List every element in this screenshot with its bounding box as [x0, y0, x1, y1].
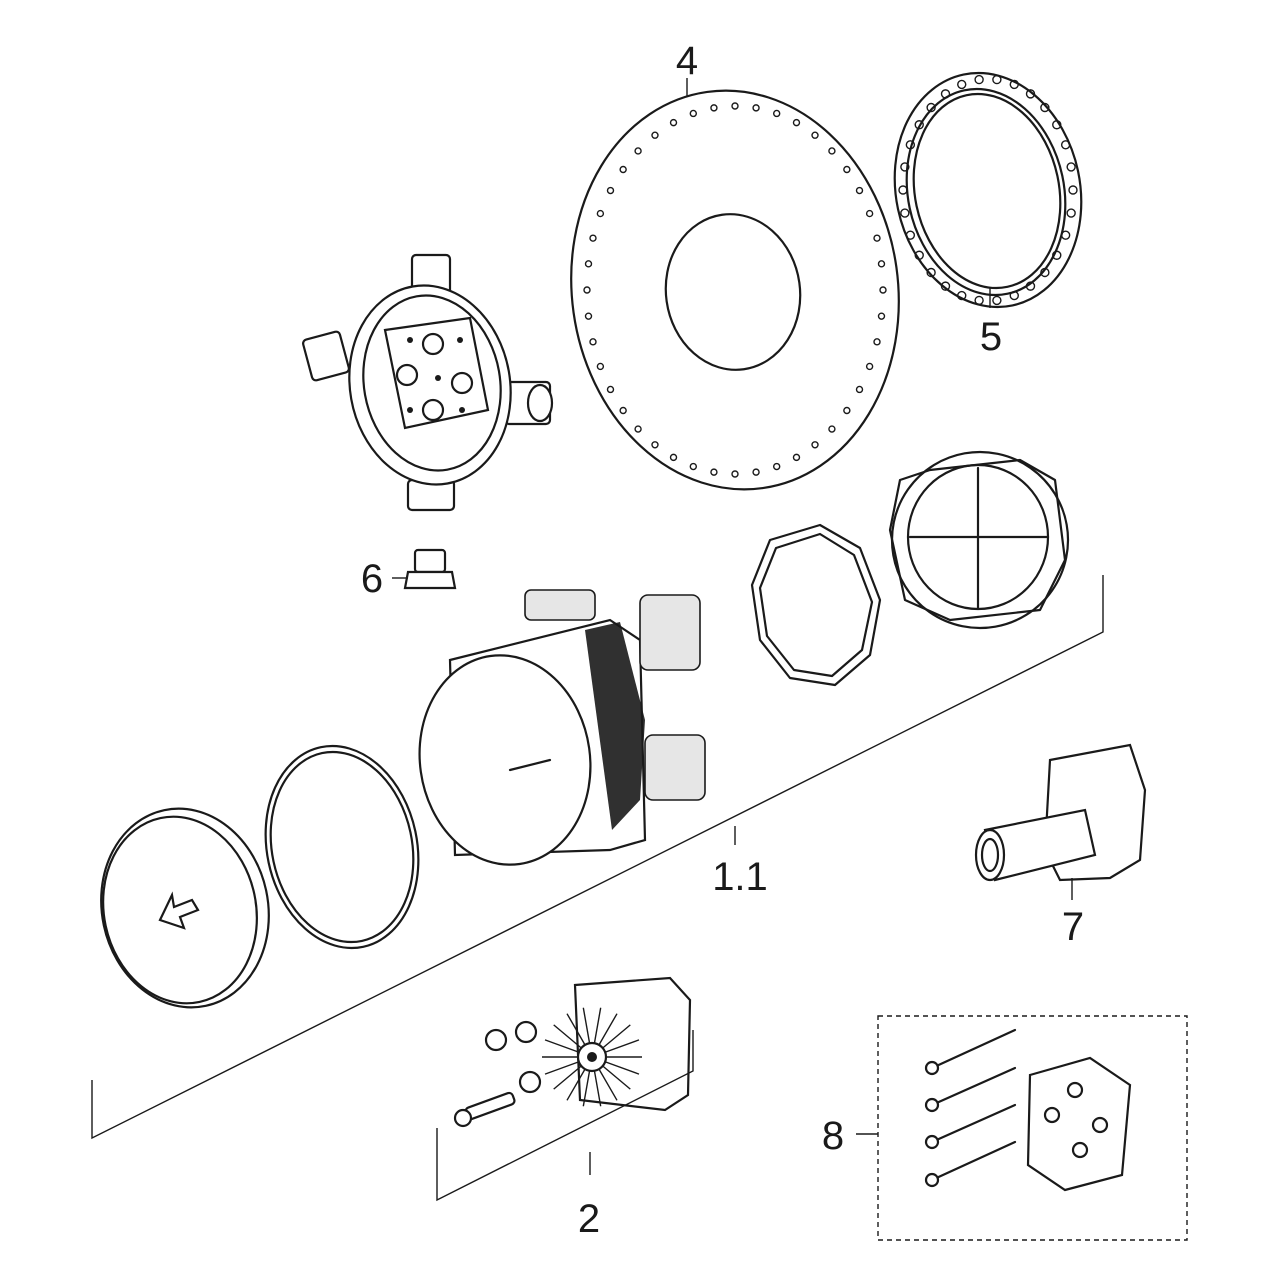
gasket-hole [752, 104, 760, 112]
frame-hole [1009, 79, 1019, 90]
frame-hole [898, 185, 908, 195]
frame-hole [1066, 208, 1076, 218]
frame-hole [992, 295, 1002, 306]
gasket-hole [843, 165, 851, 174]
gasket-hole [811, 131, 819, 139]
gasket-hole [651, 131, 659, 139]
arrow-icon [158, 891, 200, 930]
gasket-hole [828, 147, 836, 155]
gasket-hole [606, 385, 615, 394]
gasket-hole [651, 441, 659, 449]
frame-hole [1040, 102, 1050, 113]
frame-hole [1052, 250, 1062, 260]
part-6-fitting: 6 [361, 548, 457, 601]
valve-manifold [302, 253, 554, 512]
gasket-hole [772, 462, 781, 471]
label-2: 2 [578, 1197, 600, 1241]
frame-hole [900, 162, 910, 172]
gasket-hole [669, 453, 678, 462]
gasket-hole [584, 312, 593, 320]
gasket-hole [855, 385, 864, 394]
frame-hole [957, 79, 967, 90]
frame-hole [900, 208, 910, 218]
frame-hole [926, 102, 936, 113]
gasket-hole [710, 104, 718, 112]
gasket-hole [583, 286, 591, 294]
frame-hole [940, 281, 951, 291]
frame-hole [914, 120, 924, 130]
gasket-hole [710, 468, 718, 476]
label-8: 8 [822, 1114, 844, 1158]
gasket-hole [792, 118, 801, 127]
frame-hole [1040, 267, 1050, 278]
frame-hole [1060, 230, 1071, 240]
gasket-hole [634, 425, 642, 433]
gasket-hole [731, 470, 739, 478]
gasket-hole [792, 453, 801, 462]
part-7-extension: 7 [974, 743, 1147, 949]
frame-hole [1052, 120, 1062, 130]
gasket-hole [689, 109, 698, 118]
gasket-hole [772, 109, 781, 118]
label-4: 4 [676, 39, 698, 83]
gasket-hole [865, 362, 874, 371]
label-7: 7 [1062, 905, 1084, 949]
frame-hole [914, 250, 924, 260]
frame-hole [905, 230, 916, 240]
label-1-1: 1.1 [712, 855, 768, 899]
frame-hole [926, 267, 936, 278]
frame-hole [940, 89, 951, 99]
part-8-screw-set: 8 [822, 1015, 1188, 1241]
frame-hole [1009, 290, 1019, 301]
gasket-hole [634, 147, 642, 155]
gasket-hole [731, 102, 739, 110]
gasket-hole [584, 260, 593, 268]
octagonal-seal [750, 523, 882, 687]
frame-hole [905, 140, 916, 150]
gasket-hole [589, 234, 597, 242]
gasket-hole [606, 186, 615, 195]
housing-cover [888, 450, 1070, 630]
gasket-hole [879, 286, 887, 294]
gasket-hole [689, 462, 698, 471]
gasket-hole [589, 338, 597, 346]
frame-hole [992, 74, 1002, 85]
gasket-hole [877, 312, 886, 320]
gasket-hole [828, 425, 836, 433]
label-5: 5 [980, 315, 1002, 359]
gasket-hole [843, 406, 851, 415]
gasket-hole [865, 209, 874, 218]
frame-hole [1025, 89, 1036, 99]
frame-hole [974, 74, 984, 85]
gasket-hole [873, 338, 881, 346]
frame-hole [1068, 185, 1078, 195]
part-2-cartridge-set: 2 [436, 976, 694, 1241]
gasket-hole [873, 234, 881, 242]
gasket-hole [596, 362, 605, 371]
label-6: 6 [361, 557, 383, 601]
part-1-1-housing [418, 589, 706, 866]
frame-hole [1066, 162, 1076, 172]
frame-hole [974, 295, 984, 306]
frame-hole [957, 290, 967, 301]
gasket-hole [619, 406, 627, 415]
screws [924, 1028, 1017, 1188]
gasket-hole [877, 260, 886, 268]
gasket-hole [619, 165, 627, 174]
protective-cap [100, 807, 270, 1009]
gasket-hole [811, 441, 819, 449]
frame-hole [1025, 281, 1036, 291]
gasket-hole [669, 118, 678, 127]
frame-hole [1060, 140, 1071, 150]
gasket-hole [596, 209, 605, 218]
part-5-mounting-frame: 5 [893, 71, 1083, 359]
part-4-gasket-disc: 4 [570, 39, 900, 491]
bracket-1-1: 1.1 [91, 575, 1104, 1140]
gasket-hole [855, 186, 864, 195]
gasket-hole [752, 468, 760, 476]
o-ring-seal [264, 744, 420, 950]
